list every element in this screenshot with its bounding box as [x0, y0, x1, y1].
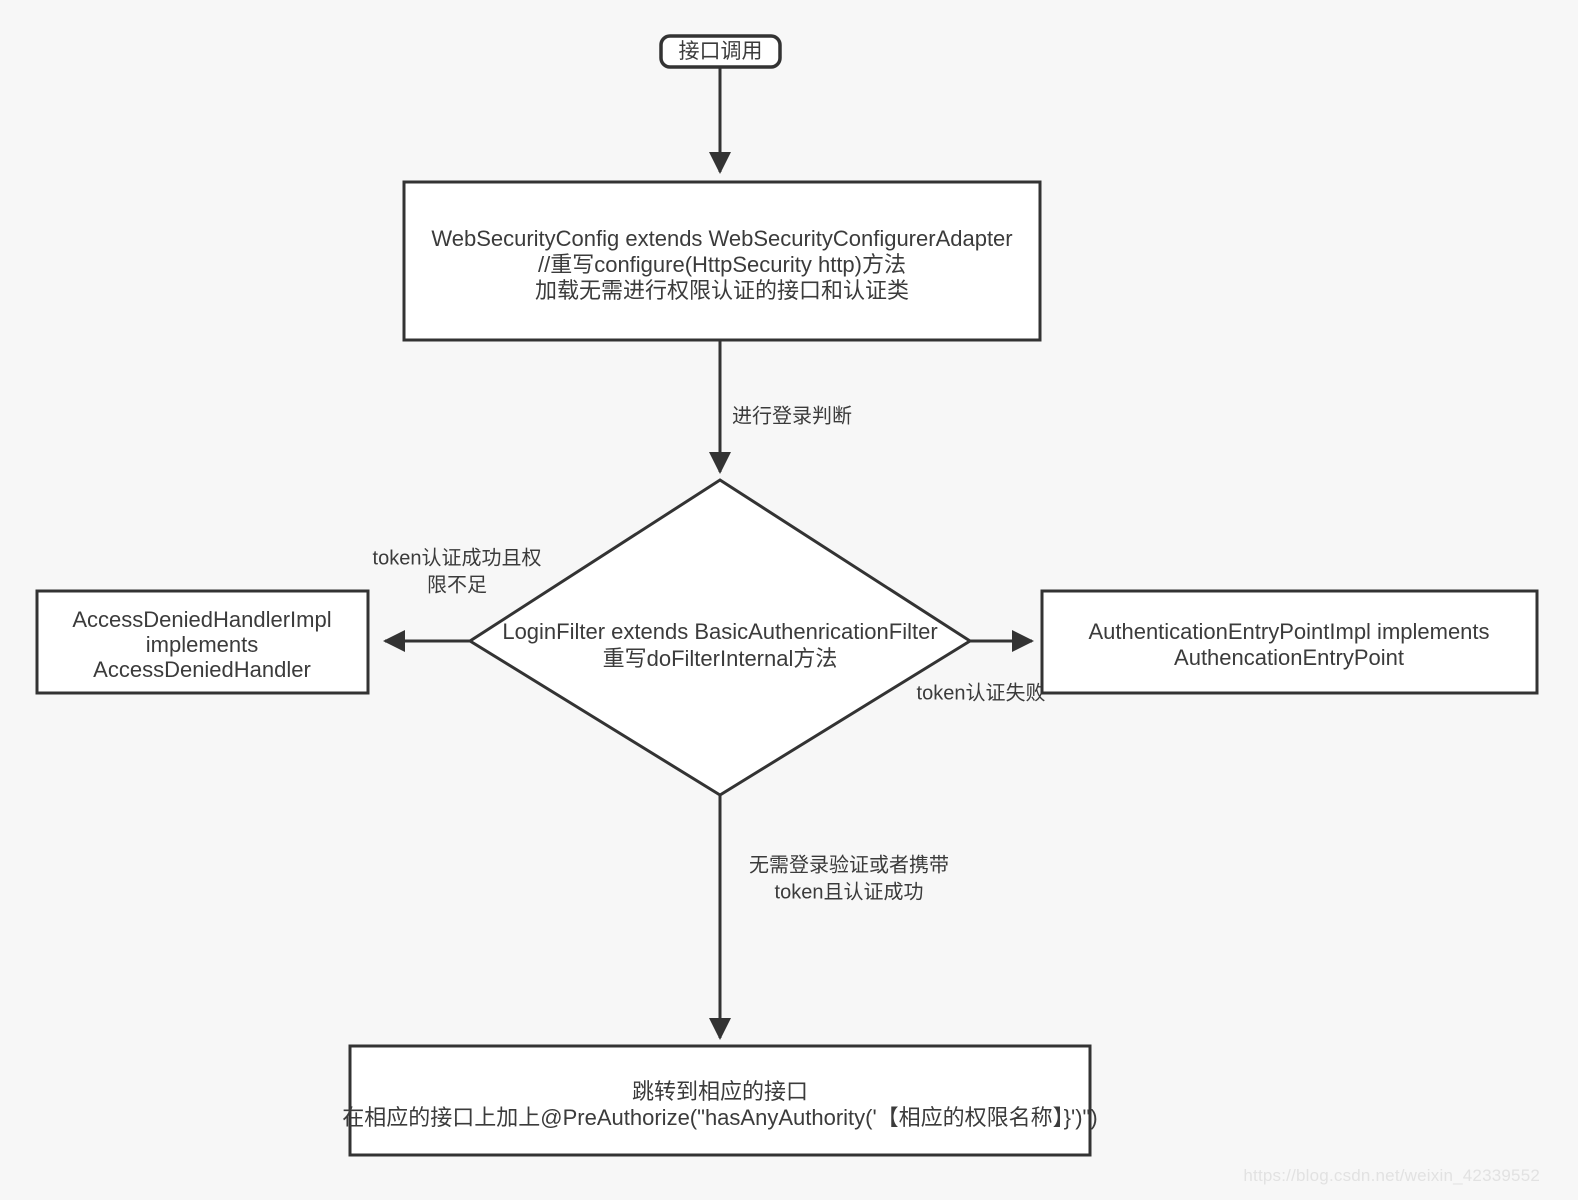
edge-label-access-denied-line1: token认证成功且权 — [373, 546, 542, 569]
node-start-label: 接口调用 — [679, 40, 763, 63]
node-config-line2: //重写configure(HttpSecurity http)方法 — [538, 252, 906, 277]
node-config-line1: WebSecurityConfig extends WebSecurityCon… — [431, 226, 1012, 251]
node-access-denied-line2: implements — [146, 632, 258, 657]
node-config-line3: 加载无需进行权限认证的接口和认证类 — [535, 278, 909, 303]
edge-decision-to-entry-point: token认证失败 — [917, 630, 1046, 704]
node-decision-line2: 重写doFilterInternal方法 — [603, 646, 838, 671]
edge-label-access-denied-line2: 限不足 — [427, 573, 487, 596]
edge-decision-to-access-denied: token认证成功且权 限不足 — [373, 546, 542, 652]
node-entry-point-line1: AuthenticationEntryPointImpl implements — [1088, 619, 1489, 644]
node-authentication-entry-point[interactable]: AuthenticationEntryPointImpl implements … — [1040, 589, 1539, 695]
edge-label-entry-point: token认证失败 — [917, 681, 1046, 704]
node-access-denied-line3: AccessDeniedHandler — [93, 657, 311, 682]
node-target-api-line2: 在相应的接口上加上@PreAuthorize("hasAnyAuthority(… — [342, 1105, 1097, 1130]
node-entry-point-line2: AuthencationEntryPoint — [1174, 645, 1404, 670]
edge-label-target-api-line2: token且认证成功 — [775, 880, 924, 903]
csdn-watermark: https://blog.csdn.net/weixin_42339552 — [1243, 1166, 1540, 1185]
edge-decision-to-target-api: 无需登录验证或者携带 token且认证成功 — [709, 795, 949, 1040]
node-decision-line1: LoginFilter extends BasicAuthenricationF… — [502, 619, 937, 644]
node-access-denied-handler[interactable]: AccessDeniedHandlerImpl implements Acces… — [35, 589, 370, 695]
edge-label-config-to-decision: 进行登录判断 — [732, 404, 852, 427]
node-access-denied-line1: AccessDeniedHandlerImpl — [72, 607, 331, 632]
node-target-api[interactable]: 跳转到相应的接口 在相应的接口上加上@PreAuthorize("hasAnyA… — [342, 1044, 1098, 1157]
node-start[interactable]: 接口调用 — [659, 34, 782, 69]
edge-config-to-decision: 进行登录判断 — [709, 340, 852, 474]
node-target-api-line1: 跳转到相应的接口 — [632, 1079, 808, 1104]
node-websecurity-config[interactable]: WebSecurityConfig extends WebSecurityCon… — [402, 180, 1042, 342]
node-login-filter-decision[interactable]: LoginFilter extends BasicAuthenricationF… — [467, 478, 973, 797]
edge-label-target-api-line1: 无需登录验证或者携带 — [749, 853, 949, 876]
